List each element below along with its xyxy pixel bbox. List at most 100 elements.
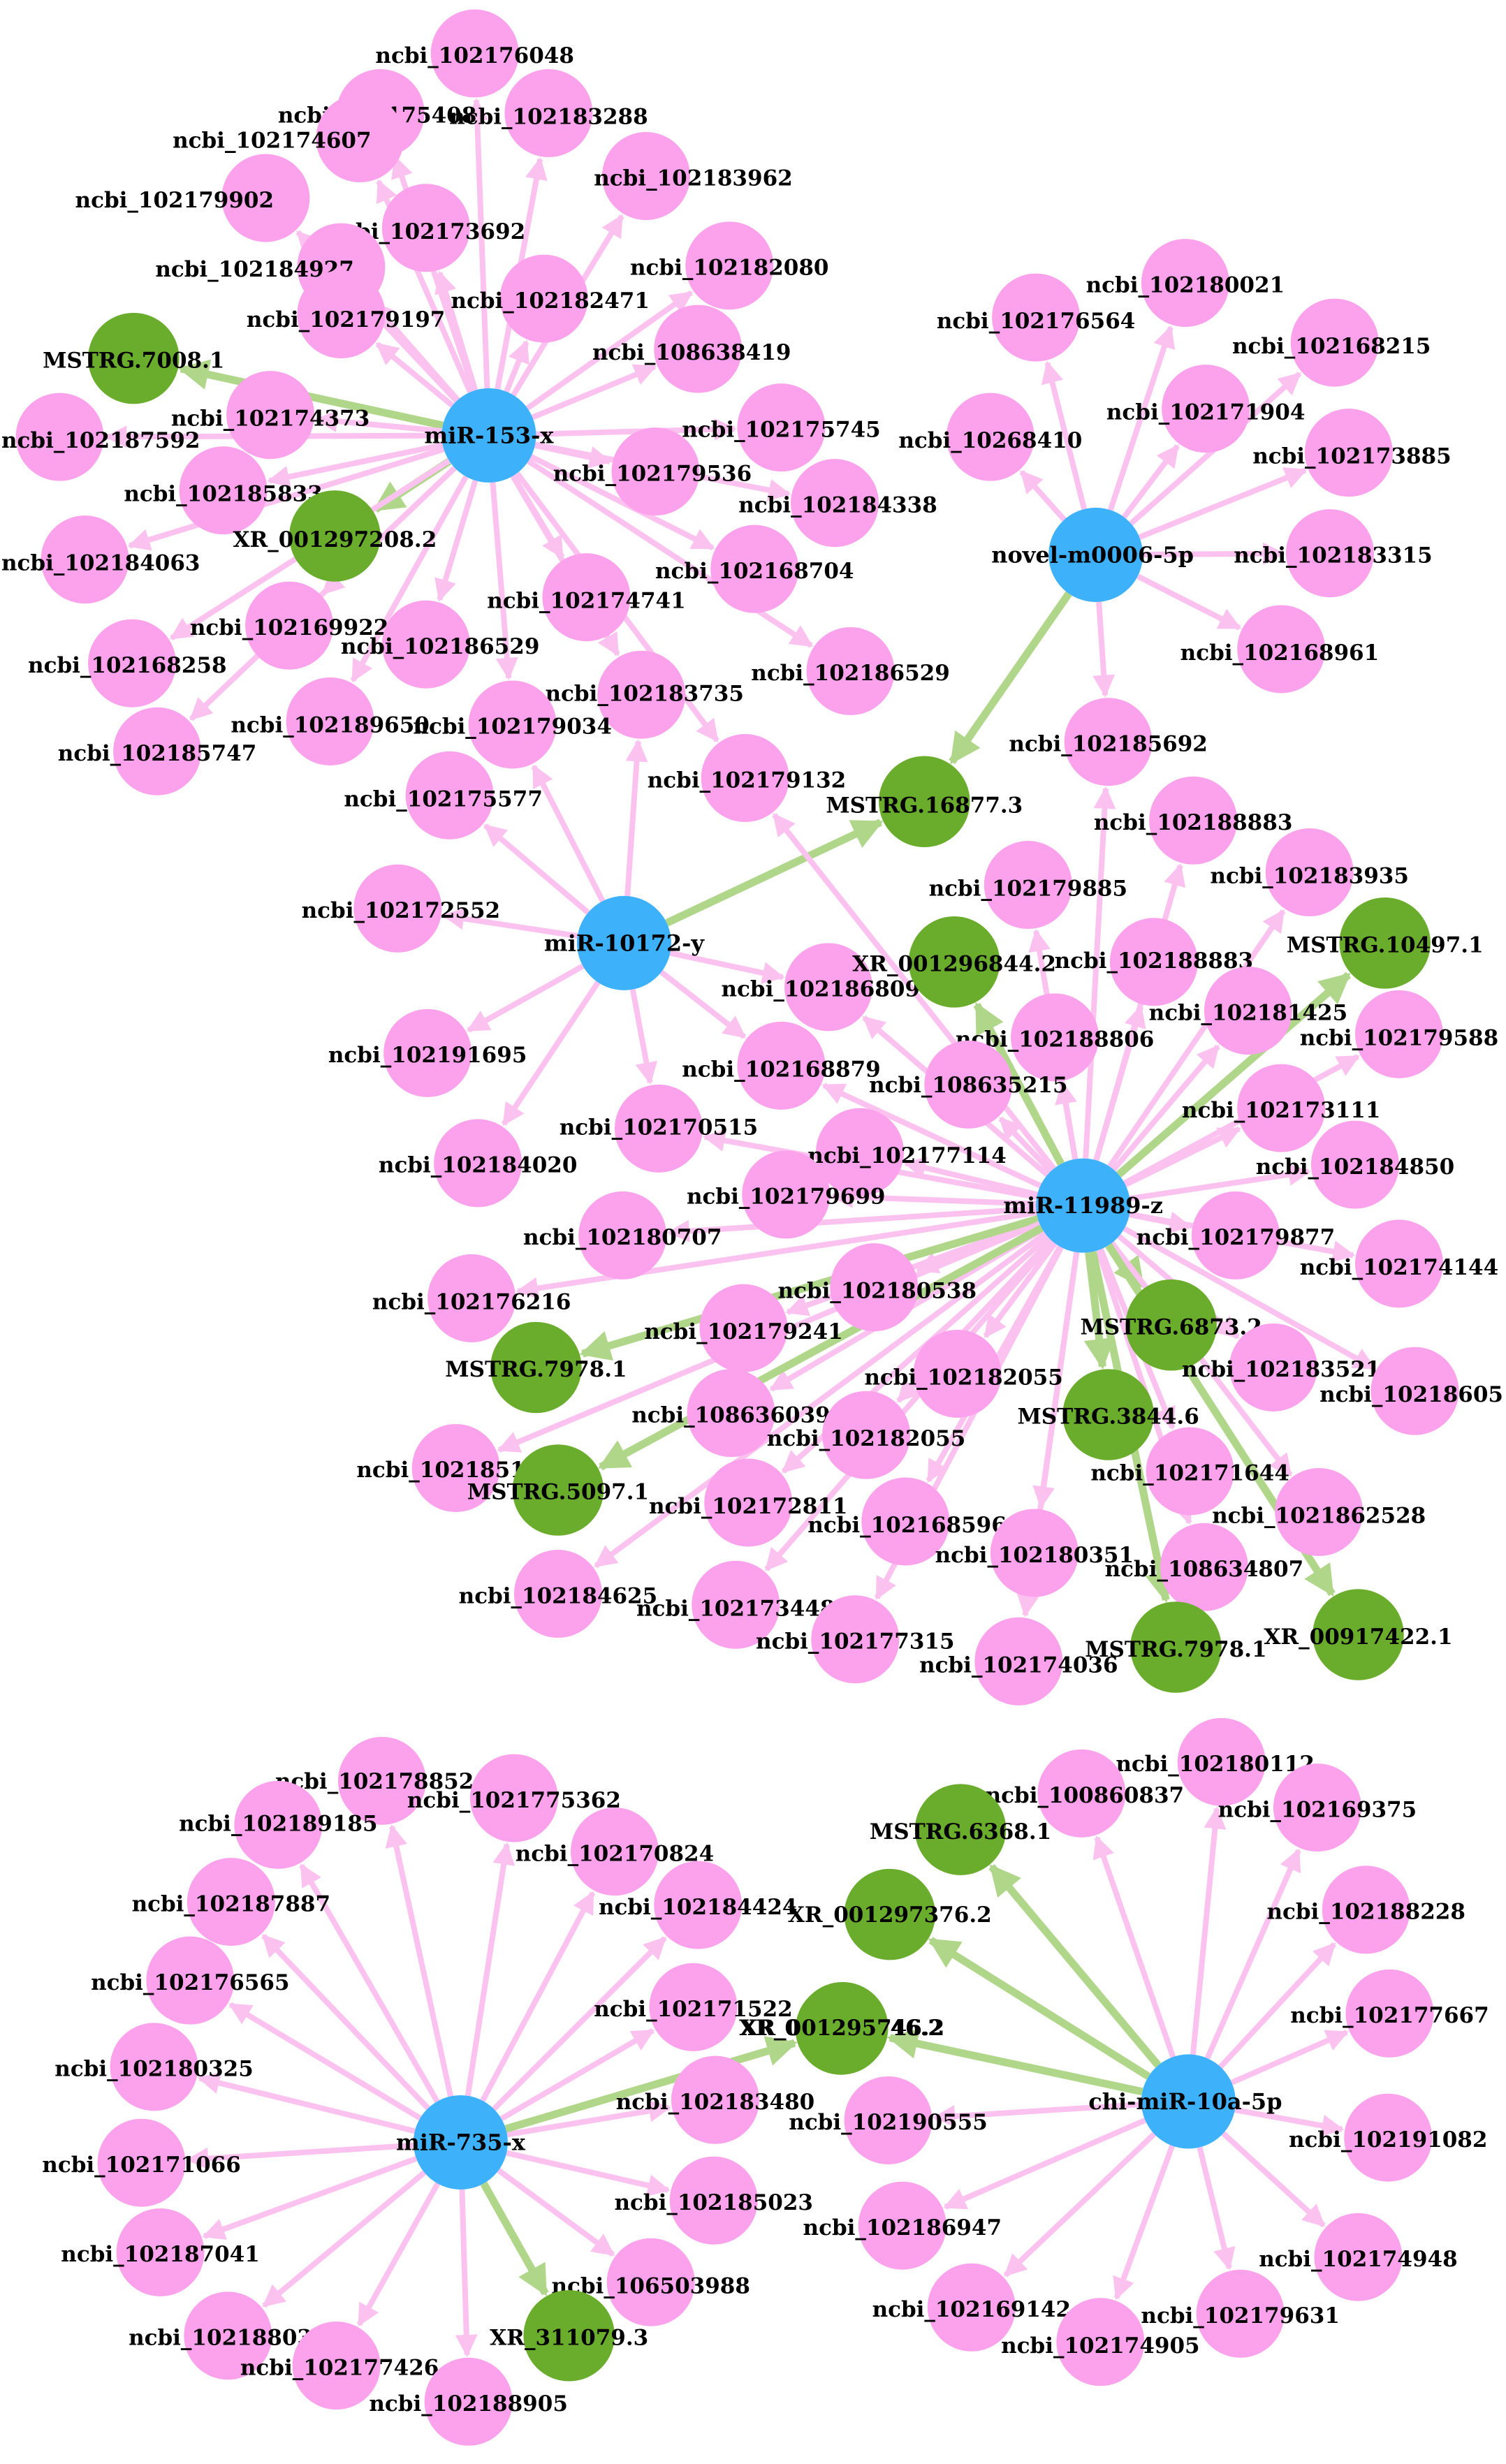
mrna-node-circle[interactable] [1109, 918, 1198, 1006]
mrna-node-circle[interactable] [499, 254, 588, 343]
mrna-node-ncbi-102188883[interactable]: ncbi_102188883 [1055, 918, 1254, 1006]
mrna-node-circle[interactable] [513, 1550, 602, 1638]
lncrna-node-circle[interactable] [490, 1321, 582, 1414]
mrna-node-circle[interactable] [381, 600, 470, 689]
mrna-node-ncbi-102189185[interactable]: ncbi_102189185 [179, 1780, 378, 1869]
mrna-node-ncbi-102183962[interactable]: ncbi_102183962 [594, 132, 793, 221]
mirna-hub-circle[interactable] [441, 388, 536, 483]
mrna-node-ncbi-102180707[interactable]: ncbi_102180707 [523, 1191, 722, 1279]
mrna-node-circle[interactable] [245, 581, 334, 670]
mrna-node-ncbi-102181425[interactable]: ncbi_102181425 [1149, 967, 1348, 1055]
mrna-node-ncbi-102191082[interactable]: ncbi_102191082 [1289, 2093, 1488, 2182]
mrna-node-ncbi-102188905[interactable]: ncbi_102188905 [369, 2357, 568, 2446]
mrna-node-circle[interactable] [601, 132, 690, 221]
mrna-node-circle[interactable] [430, 9, 519, 98]
mrna-node-circle[interactable] [1196, 2269, 1285, 2358]
mrna-node-ncbi-102175577[interactable]: ncbi_102175577 [344, 751, 543, 839]
mrna-node-ncbi-102170515[interactable]: ncbi_102170515 [560, 1084, 759, 1173]
mrna-node-ncbi-102188228[interactable]: ncbi_102188228 [1266, 1865, 1465, 1954]
mrna-node-ncbi-102179631[interactable]: ncbi_102179631 [1141, 2269, 1340, 2358]
mrna-node-ncbi-102176216[interactable]: ncbi_102176216 [372, 1254, 571, 1342]
mrna-node-ncbi-102172552[interactable]: ncbi_102172552 [302, 864, 501, 953]
mrna-node-circle[interactable] [297, 270, 386, 359]
mrna-node-circle[interactable] [1304, 409, 1393, 497]
mrna-node-ncbi-102185833[interactable]: ncbi_102185833 [124, 446, 323, 535]
mrna-node-ncbi-102183521[interactable]: ncbi_102183521 [1182, 1323, 1381, 1411]
mrna-node-circle[interactable] [88, 619, 177, 707]
mrna-node-circle[interactable] [1290, 298, 1379, 387]
mrna-node-circle[interactable] [353, 864, 442, 953]
mrna-node-ncbi-102186947[interactable]: ncbi_102186947 [803, 2181, 1002, 2270]
mrna-node-ncbi-102184063[interactable]: ncbi_102184063 [1, 515, 200, 604]
mrna-node-circle[interactable] [1162, 365, 1250, 453]
mrna-node-ncbi-102188038[interactable]: ncbi_102188038 [129, 2291, 328, 2380]
mirna-hub-novel-m0006-5p[interactable]: novel-m0006-5p [991, 507, 1194, 602]
mrna-node-ncbi-102174036[interactable]: ncbi_102174036 [919, 1617, 1118, 1706]
mrna-node-circle[interactable] [1285, 509, 1374, 598]
mrna-node-circle[interactable] [578, 1191, 667, 1279]
mrna-node-ncbi-102174144[interactable]: ncbi_102174144 [1300, 1219, 1499, 1308]
mrna-node-circle[interactable] [504, 69, 593, 158]
mrna-node-ncbi-108636039[interactable]: ncbi_108636039 [631, 1369, 831, 1458]
mrna-node-circle[interactable] [427, 1254, 516, 1342]
mrna-node-ncbi-102180351[interactable]: ncbi_102180351 [935, 1509, 1134, 1597]
lncrna-node-mstrg-6368-1[interactable]: MSTRG.6368.1 [870, 1784, 1051, 1875]
mrna-node-ncbi-102183288[interactable]: ncbi_102183288 [449, 69, 648, 158]
mrna-node-circle[interactable] [468, 680, 557, 769]
mrna-node-ncbi-1021862528[interactable]: ncbi_1021862528 [1212, 1467, 1426, 1557]
mrna-node-ncbi-102171904[interactable]: ncbi_102171904 [1106, 365, 1306, 453]
mrna-node-circle[interactable] [1160, 1523, 1248, 1611]
mrna-node-circle[interactable] [990, 1509, 1079, 1597]
mrna-node-circle[interactable] [606, 2238, 695, 2326]
mrna-node-ncbi-102177114[interactable]: ncbi_102177114 [807, 1108, 1007, 1196]
lncrna-node-mstrg-10497-1[interactable]: MSTRG.10497.1 [1287, 897, 1484, 989]
mrna-node-circle[interactable] [669, 2156, 758, 2245]
mrna-node-circle[interactable] [844, 2076, 933, 2164]
mrna-node-circle[interactable] [292, 2322, 381, 2410]
mrna-node-ncbi-102171644[interactable]: ncbi_102171644 [1090, 1427, 1289, 1516]
lncrna-node-circle[interactable] [512, 1444, 604, 1536]
mrna-node-ncbi-1021788524[interactable]: ncbi_1021788524 [275, 1736, 489, 1825]
mrna-node-circle[interactable] [699, 1284, 788, 1372]
mrna-node-circle[interactable] [858, 2181, 946, 2270]
mrna-node-circle[interactable] [411, 1423, 500, 1513]
lncrna-node-circle[interactable] [1125, 1279, 1217, 1371]
mrna-node-circle[interactable] [316, 94, 404, 183]
lncrna-node-circle[interactable] [879, 756, 970, 848]
mrna-node-circle[interactable] [737, 1021, 826, 1110]
mrna-node-circle[interactable] [654, 305, 743, 393]
mrna-node-circle[interactable] [742, 1150, 831, 1239]
mrna-node-ncbi-102176565[interactable]: ncbi_102176565 [91, 1936, 290, 2025]
mrna-node-circle[interactable] [1275, 1467, 1364, 1557]
mrna-node-circle[interactable] [383, 1009, 472, 1097]
mrna-node-ncbi-102177315[interactable]: ncbi_102177315 [756, 1595, 955, 1684]
mrna-node-circle[interactable] [984, 841, 1072, 930]
mrna-node-ncbi-102180538[interactable]: ncbi_102180538 [778, 1243, 977, 1332]
mrna-node-circle[interactable] [469, 1754, 558, 1842]
mrna-node-circle[interactable] [146, 1936, 235, 2025]
mrna-node-ncbi-102173885[interactable]: ncbi_102173885 [1252, 409, 1452, 497]
mrna-node-ncbi-102171066[interactable]: ncbi_102171066 [42, 2118, 241, 2207]
mrna-node-circle[interactable] [611, 427, 700, 516]
mrna-node-ncbi-102174607[interactable]: ncbi_102174607 [173, 94, 404, 183]
lncrna-node-circle[interactable] [908, 916, 1000, 1008]
lncrna-node-mstrg-5097-1[interactable]: MSTRG.5097.1 [467, 1444, 649, 1536]
lncrna-node-mstrg-7008-1[interactable]: MSTRG.7008.1 [43, 312, 224, 404]
mrna-node-circle[interactable] [234, 1780, 323, 1869]
mrna-node-ncbi-102184020[interactable]: ncbi_102184020 [379, 1119, 578, 1208]
mrna-node-ncbi-102170824[interactable]: ncbi_102170824 [516, 1807, 715, 1896]
mrna-node-circle[interactable] [946, 393, 1035, 481]
lncrna-node-circle[interactable] [797, 1981, 889, 2074]
mrna-node-circle[interactable] [597, 650, 686, 739]
mrna-node-ncbi-10268410[interactable]: ncbi_10268410 [898, 393, 1082, 481]
mrna-node-circle[interactable] [1344, 2093, 1433, 2182]
mrna-node-ncbi-102174741[interactable]: ncbi_102174741 [487, 553, 686, 642]
mirna-hub-circle[interactable] [1048, 507, 1143, 602]
mrna-node-circle[interactable] [1345, 1969, 1434, 2058]
mrna-node-circle[interactable] [179, 446, 268, 535]
mrna-node-ncbi-102179241[interactable]: ncbi_102179241 [644, 1284, 843, 1372]
mrna-node-circle[interactable] [226, 371, 315, 460]
mirna-hub-circle[interactable] [1036, 1158, 1131, 1253]
mrna-node-circle[interactable] [692, 1560, 780, 1649]
lncrna-node-xr-001297208-2[interactable]: XR_001297208.2 [233, 490, 437, 582]
